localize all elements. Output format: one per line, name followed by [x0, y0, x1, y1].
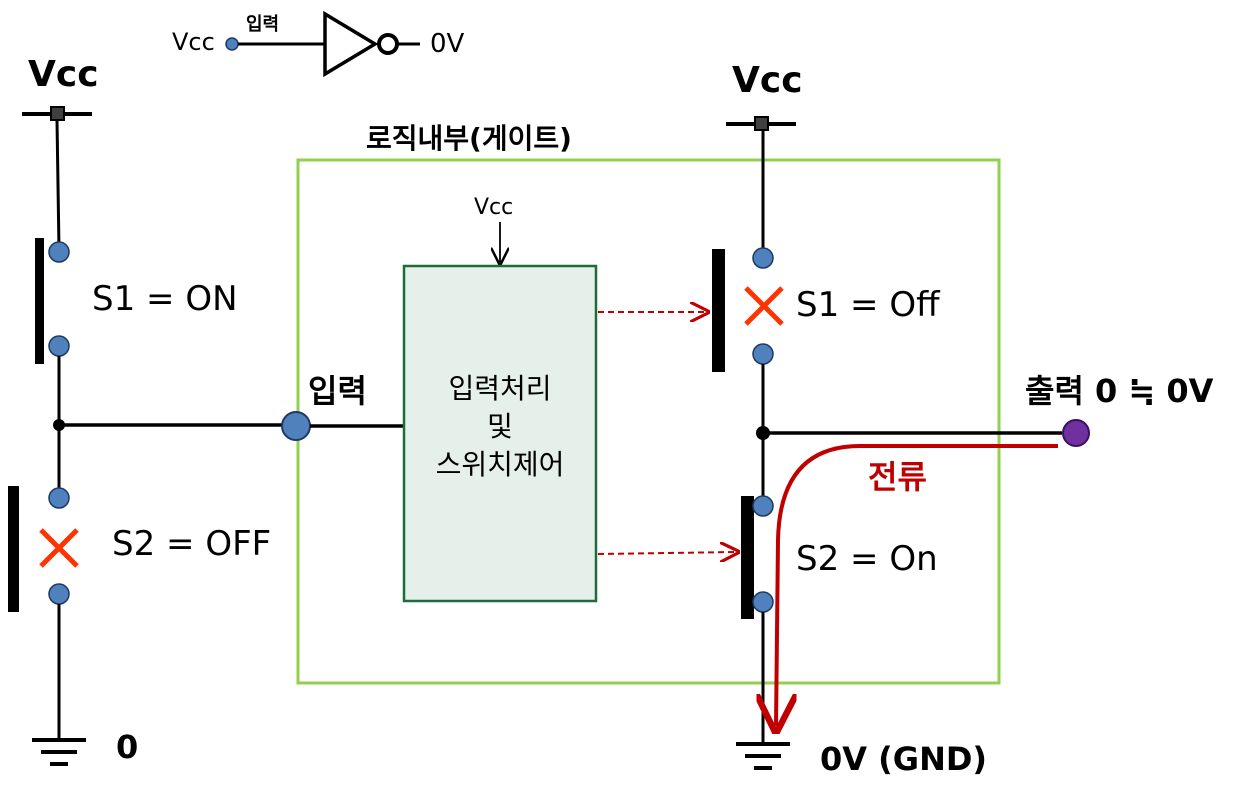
gate-interior: 로직내부(게이트) 입력 Vcc 입력처리 및 스위치제어 — [281, 122, 1001, 685]
right-vcc-label: Vcc — [732, 60, 803, 101]
block-vcc-label: Vcc — [474, 195, 513, 220]
right-vcc-terminal — [754, 116, 769, 131]
left-s2-label: S2 = OFF — [112, 524, 271, 564]
left-vcc-terminal — [50, 106, 65, 121]
inverter-triangle — [323, 10, 379, 78]
left-s2-terminal-top — [48, 487, 70, 509]
left-s2-bar — [8, 486, 19, 612]
current-flow-arrow — [776, 444, 1058, 726]
right-s2-label: S2 = On — [796, 539, 938, 579]
left-wire-top — [55, 119, 61, 251]
block-line2: 및 — [487, 410, 513, 443]
gate-input-label: 입력 — [308, 372, 367, 410]
inverter-legend: Vcc 입력 0V — [172, 10, 465, 78]
right-s2-terminal-top — [752, 495, 774, 517]
legend-input-terminal — [225, 37, 239, 51]
left-s1-label: S1 = ON — [92, 279, 238, 319]
left-ground-label: 0 — [116, 728, 138, 766]
right-s2-terminal-bottom — [752, 591, 774, 613]
left-s1-terminal-top — [48, 241, 70, 263]
left-s2-off-cross-icon — [39, 528, 79, 568]
gate-input-terminal — [281, 411, 311, 441]
right-s1-bar — [712, 249, 725, 372]
right-output-label: 출력 0 ≒ 0V — [1025, 372, 1214, 410]
left-s2-terminal-bottom — [48, 583, 70, 605]
right-s1-terminal-top — [752, 247, 774, 269]
right-s1-off-cross-icon — [744, 286, 784, 326]
right-ground-label: 0V (GND) — [820, 740, 987, 778]
left-s1-terminal-bottom — [48, 335, 70, 357]
control-arrow-s2 — [597, 552, 736, 554]
output-terminal — [1062, 419, 1090, 447]
gate-title: 로직내부(게이트) — [366, 122, 572, 155]
left-vcc-label: Vcc — [28, 54, 99, 95]
control-block — [402, 264, 598, 603]
left-ground-icon — [32, 738, 86, 766]
left-s1-bar — [35, 238, 44, 364]
current-label: 전류 — [868, 458, 927, 496]
inverter-bubble — [377, 33, 399, 55]
block-line1: 입력처리 — [448, 372, 551, 405]
right-s1-label: S1 = Off — [796, 285, 941, 325]
legend-vcc-label: Vcc — [172, 28, 215, 56]
right-s2-bar — [741, 496, 754, 619]
block-line3: 스위치제어 — [436, 448, 565, 481]
legend-output-label: 0V — [430, 29, 465, 59]
right-circuit: Vcc S1 = Off 출력 0 ≒ 0V S2 = On 0V (GND) … — [712, 60, 1214, 778]
left-circuit: Vcc S1 = ON S2 = OFF 0 — [8, 54, 283, 766]
right-ground-icon — [736, 742, 790, 770]
legend-input-label: 입력 — [246, 13, 279, 35]
right-s1-terminal-bottom — [752, 343, 774, 365]
